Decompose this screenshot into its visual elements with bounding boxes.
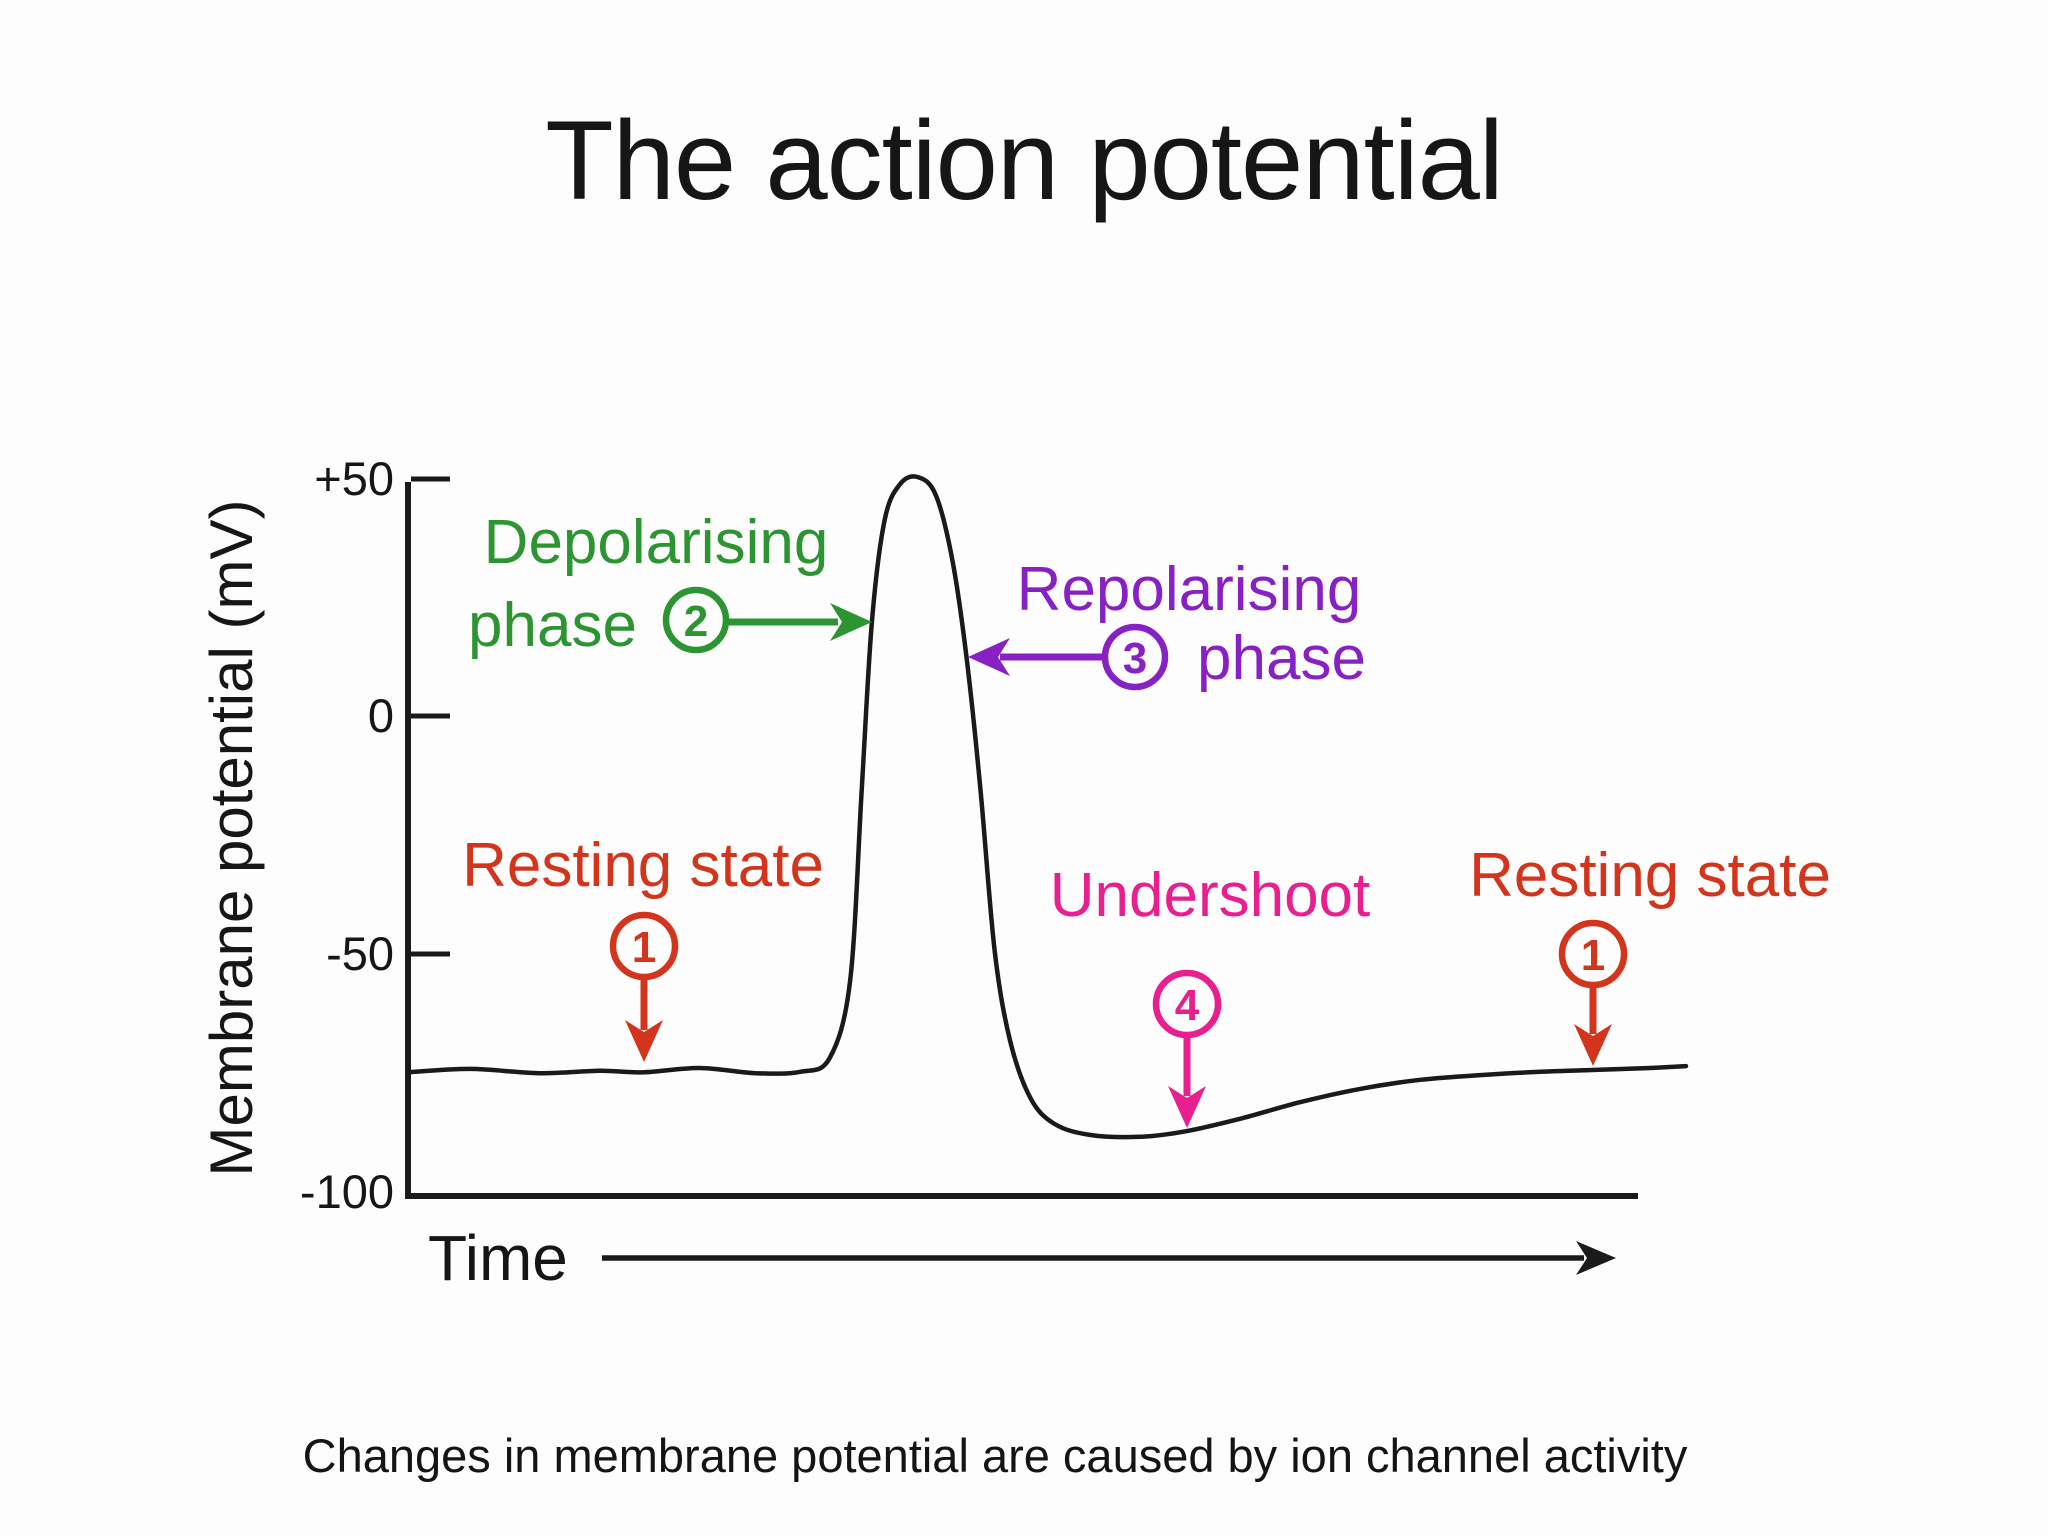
page-title: The action potential bbox=[545, 98, 1504, 223]
y-axis-title: Membrane potential (mV) bbox=[198, 500, 265, 1177]
circled-number-4-text: 4 bbox=[1175, 981, 1200, 1030]
y-tick-label-minus100: -100 bbox=[300, 1165, 394, 1218]
y-tick-label-minus50: -50 bbox=[326, 927, 394, 980]
undershoot-arrowhead-icon bbox=[1168, 1086, 1206, 1128]
resting-left-arrowhead-icon bbox=[625, 1020, 663, 1062]
undershoot-label: Undershoot bbox=[1050, 861, 1371, 930]
bottom-caption: Changes in membrane potential are caused… bbox=[302, 1429, 1688, 1482]
depolarising-label-line1: Depolarising bbox=[484, 508, 829, 577]
resting-right-arrowhead-icon bbox=[1574, 1024, 1612, 1066]
repolarising-label-line1: Repolarising bbox=[1017, 555, 1362, 624]
circled-number-3-text: 3 bbox=[1123, 634, 1147, 683]
x-axis-title: Time bbox=[428, 1222, 568, 1294]
repolarising-label-line2: phase bbox=[1197, 624, 1366, 693]
time-arrowhead-icon bbox=[1576, 1241, 1616, 1275]
repolarising-arrowhead-icon bbox=[968, 638, 1010, 676]
circled-number-2 bbox=[662, 586, 730, 654]
y-tick-label-plus50: +50 bbox=[314, 452, 394, 505]
depolarising-arrowhead-icon bbox=[830, 603, 872, 641]
resting-state-right-label: Resting state bbox=[1469, 841, 1831, 910]
depolarising-label-line2: phase bbox=[468, 591, 637, 660]
circled-number-1-right-text: 1 bbox=[1581, 931, 1605, 980]
circled-number-2-text: 2 bbox=[684, 597, 708, 646]
y-tick-label-0: 0 bbox=[368, 689, 394, 742]
resting-state-left-label: Resting state bbox=[462, 831, 824, 900]
circled-number-1-left-text: 1 bbox=[632, 923, 656, 972]
membrane-potential-curve bbox=[405, 474, 1689, 1140]
